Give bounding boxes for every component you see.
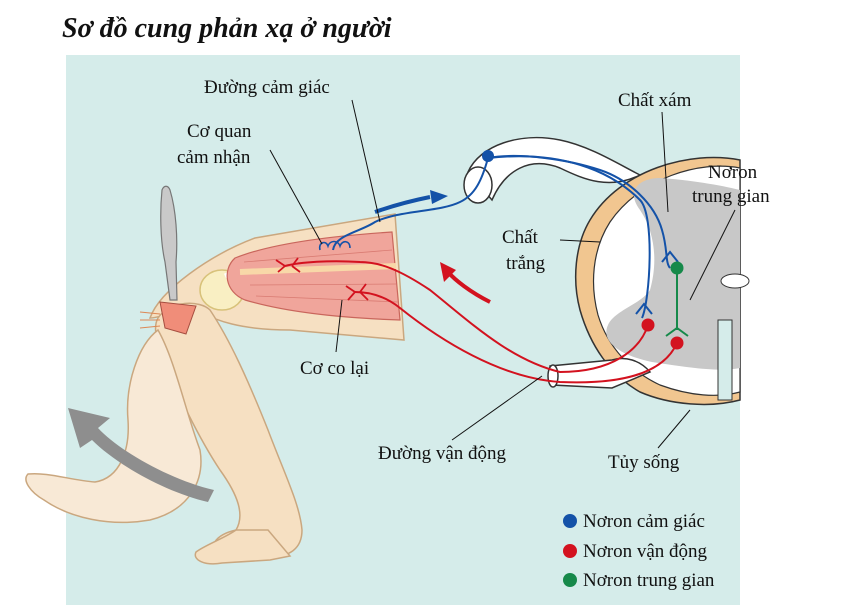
diagram-title: Sơ đồ cung phản xạ ở người xyxy=(62,13,392,44)
legend-label-sensory: Nơron cảm giác xyxy=(583,511,705,532)
label-white-matter-line2: trắng xyxy=(506,253,546,274)
legend-label-inter: Nơron trung gian xyxy=(583,570,715,591)
reflex-hammer-icon xyxy=(139,185,197,335)
label-sensory-path: Đường cảm giác xyxy=(204,77,330,98)
label-interneuron-line1: Nơron xyxy=(708,162,758,183)
label-receptor-line1: Cơ quan xyxy=(187,121,252,142)
interneuron xyxy=(665,261,689,337)
legend-marker-motor xyxy=(563,544,577,558)
legend-label-motor: Nơron vận động xyxy=(583,541,708,562)
legend-marker-sensory xyxy=(563,514,577,528)
label-gray-matter: Chất xám xyxy=(618,90,692,111)
leader-lines xyxy=(269,99,736,449)
legend: Nơron cảm giác Nơron vận động Nơron trun… xyxy=(563,511,715,591)
label-receptor-line2: cảm nhận xyxy=(177,147,251,168)
label-interneuron-line2: trung gian xyxy=(692,186,770,207)
label-spinal-cord: Tủy sống xyxy=(608,452,680,473)
spinal-cord-illustration xyxy=(463,136,750,406)
signal-arrow-icon xyxy=(374,190,491,304)
label-white-matter-line1: Chất xyxy=(502,227,539,248)
movement-arrow-icon xyxy=(68,408,214,502)
motor-neuron xyxy=(275,257,684,384)
label-effector: Cơ co lại xyxy=(300,358,369,379)
sensory-neuron xyxy=(318,150,679,319)
label-motor-path: Đường vận động xyxy=(378,443,506,464)
legend-marker-inter xyxy=(563,573,577,587)
